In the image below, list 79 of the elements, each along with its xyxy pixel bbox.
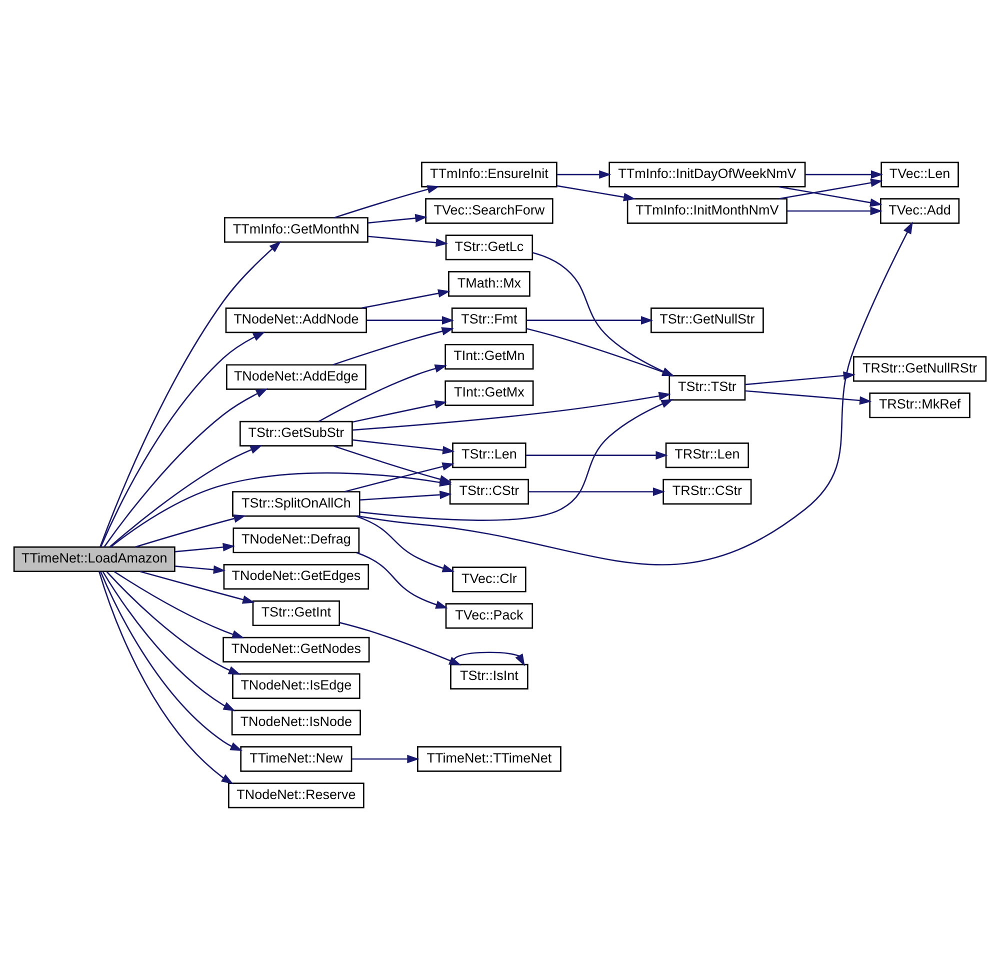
arrow — [787, 206, 882, 215]
node-box: TVec::Len — [880, 161, 959, 187]
arrow — [366, 316, 454, 324]
node-box: TStr::GetNullStr — [650, 307, 764, 333]
node-box: TInt::GetMn — [444, 343, 534, 370]
node-box: TRStr::MkRef — [869, 392, 970, 418]
arrow — [109, 444, 262, 548]
arrow — [778, 178, 883, 199]
node-box: TTimeNet::TTimeNet — [417, 746, 562, 772]
node-box: TStr::TStr — [668, 374, 746, 400]
node-box: TStr::GetInt — [252, 600, 340, 626]
node-box: TVec::Add — [880, 198, 960, 224]
arrow — [526, 316, 654, 324]
node-box: TRStr::GetNullRStr — [852, 356, 987, 382]
arrow — [556, 170, 612, 178]
node-box: TTmInfo::InitDayOfWeekNmV — [608, 161, 806, 187]
node-box: TTimeNet::New — [240, 746, 352, 772]
node-box: TTimeNet::LoadAmazon — [13, 546, 176, 572]
node-box: TStr::CStr — [449, 478, 530, 504]
arrow — [356, 551, 448, 608]
arrow — [334, 184, 440, 218]
arrow — [114, 570, 244, 638]
arrow — [352, 391, 671, 430]
arrow — [368, 235, 448, 246]
arrow — [318, 364, 448, 422]
arrow — [333, 444, 452, 483]
arrow — [100, 570, 243, 751]
arrow — [352, 754, 420, 763]
node-box: TVec::Clr — [452, 566, 526, 592]
arrow — [556, 184, 636, 201]
node-box: TStr::IsInt — [450, 663, 528, 689]
node-box: TStr::SplitOnAllCh — [232, 490, 360, 516]
node-box: TStr::Fmt — [451, 307, 527, 333]
node-box: TRStr::Len — [665, 442, 750, 468]
arrow — [452, 651, 525, 666]
arrow — [806, 170, 884, 178]
arrow — [352, 400, 447, 422]
node-box: TStr::GetLc — [445, 234, 534, 260]
node-box: TStr::Len — [452, 442, 526, 468]
arrow — [100, 240, 282, 546]
arrow — [778, 186, 882, 206]
arrow — [368, 213, 428, 224]
node-box: TNodeNet::AddNode — [225, 307, 368, 333]
arrow — [526, 450, 668, 460]
arrow — [358, 221, 913, 565]
node-box: TNodeNet::GetNodes — [222, 636, 370, 662]
arrow — [102, 570, 236, 711]
arrow — [98, 570, 234, 784]
arrow — [356, 515, 455, 572]
node-box: TRStr::CStr — [662, 478, 752, 504]
arrow — [344, 462, 454, 492]
arrow — [360, 398, 674, 520]
node-box: TStr::GetSubStr — [239, 420, 353, 446]
arrow — [135, 514, 246, 548]
arrow — [528, 486, 666, 496]
node-box: TVec::Pack — [445, 602, 534, 628]
node-box: TNodeNet::AddEdge — [226, 364, 366, 390]
node-box: TNodeNet::Reserve — [228, 782, 364, 808]
node-box: TNodeNet::IsNode — [231, 709, 361, 735]
arrow — [745, 390, 872, 404]
node-box: TNodeNet::GetEdges — [223, 563, 370, 590]
arrow — [352, 438, 455, 454]
node-box: TVec::SearchForw — [425, 198, 554, 224]
node-box: TTmInfo::GetMonthN — [224, 216, 368, 242]
arrow — [140, 570, 255, 604]
arrow — [106, 570, 241, 674]
arrow — [174, 542, 236, 552]
node-box: TTmInfo::InitMonthNmV — [626, 198, 788, 224]
node-box: TMath::Mx — [448, 270, 530, 296]
arrow — [360, 490, 452, 500]
arrow — [100, 331, 266, 547]
node-box: TTmInfo::EnsureInit — [421, 161, 558, 187]
node-box: TNodeNet::IsEdge — [232, 672, 360, 698]
arrow — [332, 326, 454, 365]
arrow — [361, 288, 450, 308]
arrow — [174, 564, 226, 574]
arrow — [104, 388, 268, 547]
node-box: TNodeNet::Defrag — [232, 527, 360, 553]
node-box: TInt::GetMx — [444, 380, 534, 406]
